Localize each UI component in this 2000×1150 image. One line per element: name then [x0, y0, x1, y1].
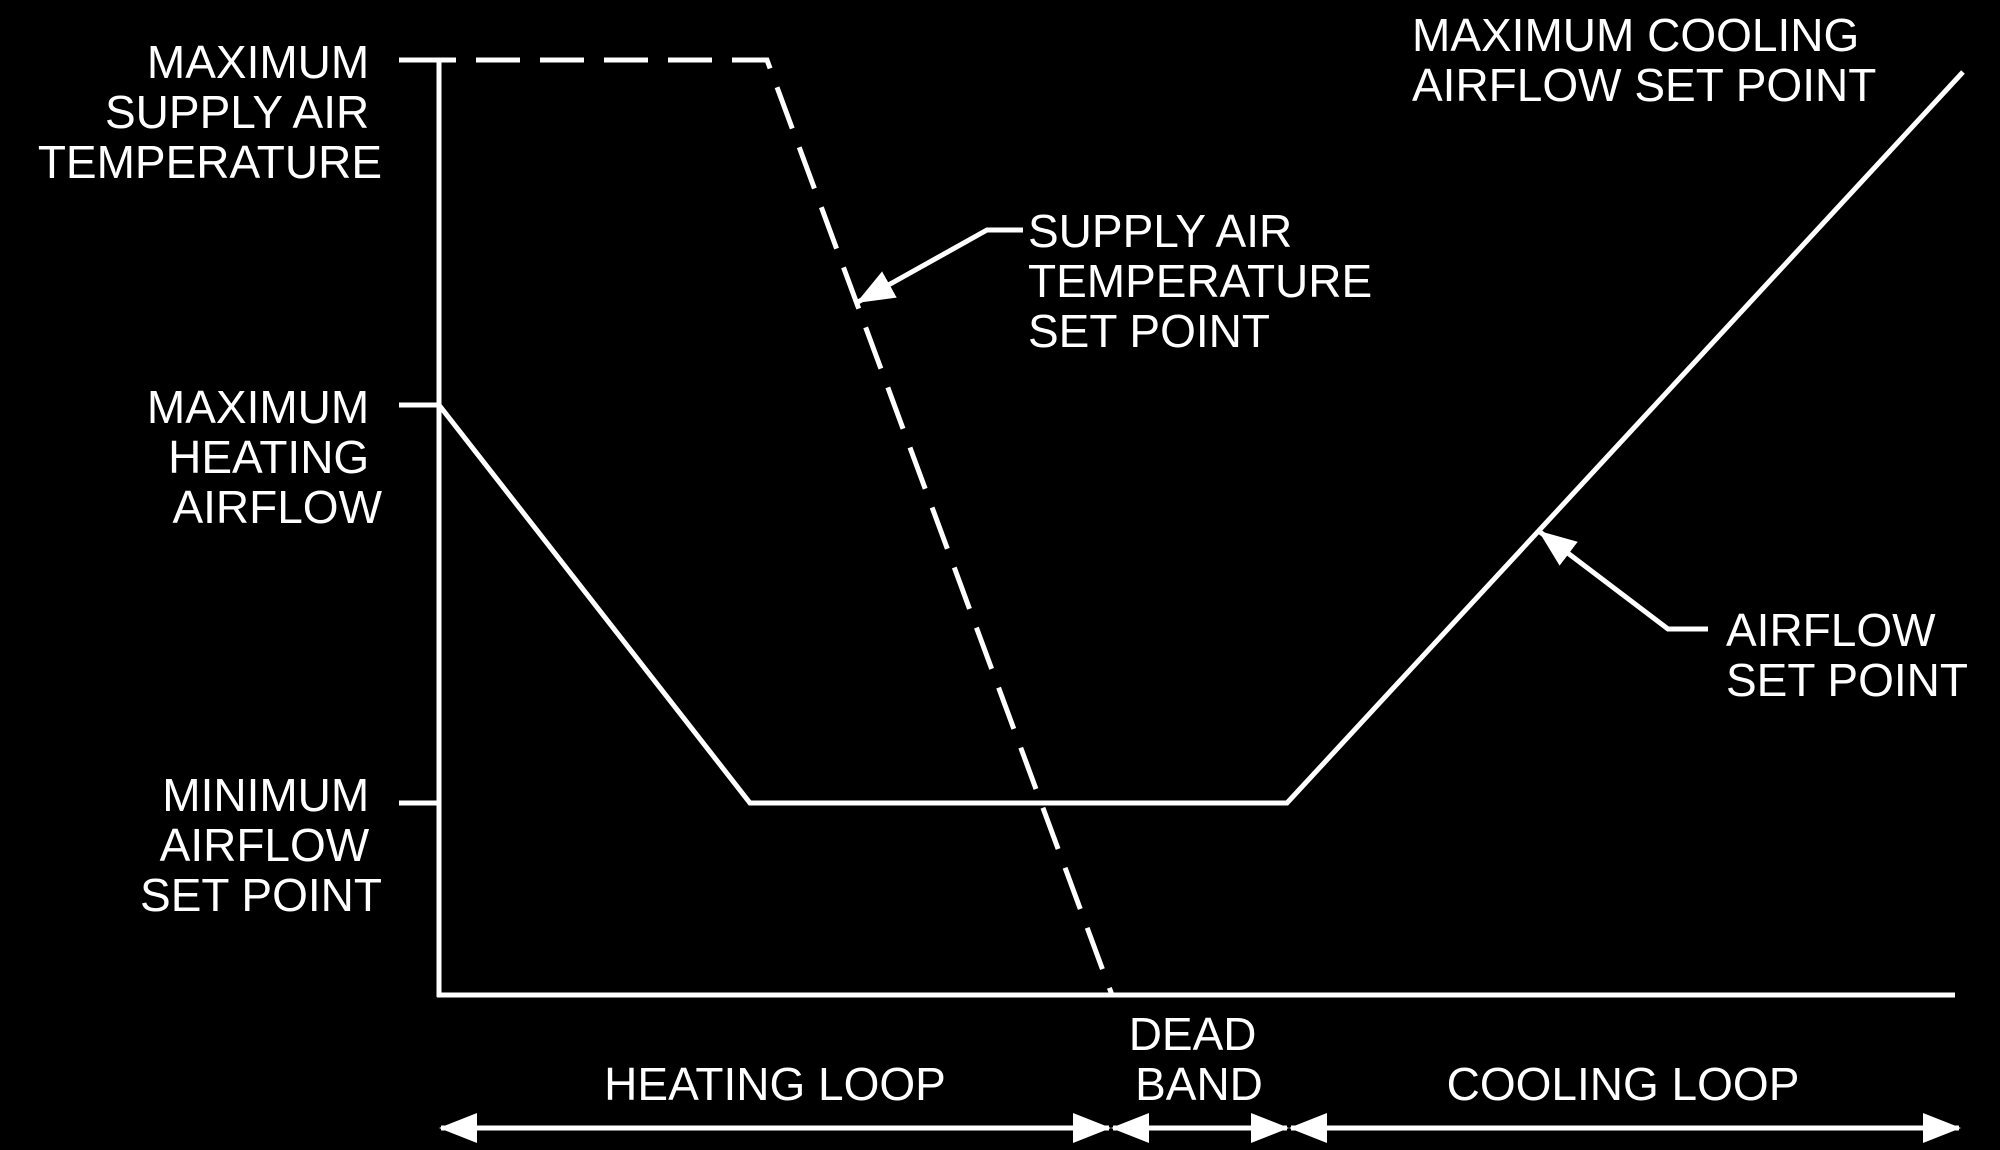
- label-min-airflow-set-point: MINIMUM AIRFLOW SET POINT: [140, 769, 382, 921]
- airflow-set-point-leader: [1538, 530, 1708, 632]
- label-cooling-loop: COOLING LOOP: [1447, 1058, 1800, 1110]
- label-airflow-set-point: AIRFLOW SET POINT: [1726, 604, 1968, 706]
- label-heating-loop: HEATING LOOP: [604, 1058, 946, 1110]
- label-supply-air-temp-set-point: SUPPLY AIR TEMPERATURE SET POINT: [1028, 205, 1385, 357]
- supply-air-temp-leader: [856, 227, 1023, 305]
- label-dead-band: DEAD BAND: [1129, 1008, 1270, 1110]
- label-max-supply-air-temp: MAXIMUM SUPPLY AIR TEMPERATURE: [38, 36, 382, 188]
- label-max-heating-airflow: MAXIMUM HEATING AIRFLOW: [147, 381, 383, 533]
- label-max-cooling-airflow-set-point: MAXIMUM COOLING AIRFLOW SET POINT: [1412, 9, 1876, 111]
- supply-air-temp-set-point-curve: [412, 57, 1115, 996]
- airflow-set-point-curve: [437, 70, 1965, 806]
